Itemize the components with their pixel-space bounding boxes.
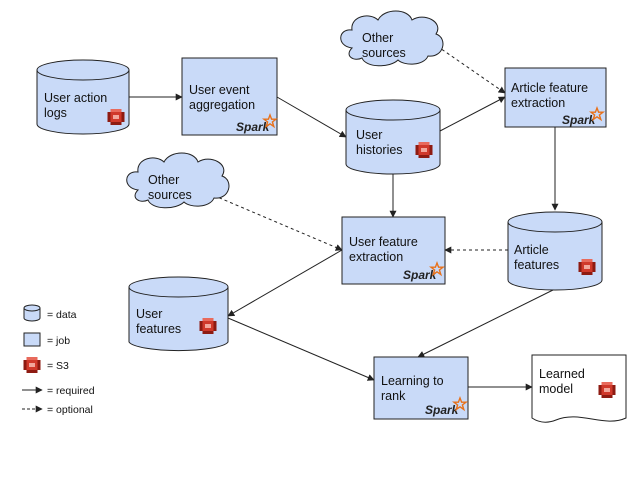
spark-logo: Spark xyxy=(403,268,438,282)
spark-logo: Spark xyxy=(425,403,460,417)
edge-user-extraction-to-user-features xyxy=(227,249,343,317)
legend-data-label: = data xyxy=(47,309,77,321)
node-label-line1: User xyxy=(136,307,162,321)
legend-s3: = S3 xyxy=(23,357,69,373)
node-label-line2: histories xyxy=(356,143,403,157)
edge-othersources-to-user-extraction xyxy=(207,192,343,251)
node-user-histories: User histories xyxy=(345,99,441,175)
node-label-line1: User action xyxy=(44,91,107,105)
edge-article-features-to-ltr xyxy=(417,288,556,358)
node-label-line1: Other xyxy=(362,31,393,45)
legend-required: = required xyxy=(22,385,95,397)
edges xyxy=(129,45,559,391)
legend-optional: = optional xyxy=(22,404,93,416)
node-label-line2: logs xyxy=(44,106,67,120)
node-label-line1: User feature xyxy=(349,235,418,249)
edge-othersources-to-article-extraction xyxy=(436,45,506,94)
node-label-line1: Learned xyxy=(539,367,585,381)
node-user-features: User features xyxy=(128,276,229,352)
legend-job-label: = job xyxy=(47,335,70,347)
node-label-line1: User event xyxy=(189,83,250,97)
node-label-line2: features xyxy=(514,258,559,272)
node-other-sources-top: Other sources xyxy=(340,10,444,67)
node-learned-model: Learned model xyxy=(531,354,627,423)
legend-data: = data xyxy=(23,304,77,322)
legend: = data = job = S3 = required = optional xyxy=(22,304,95,416)
node-user-action-logs: User action logs xyxy=(36,59,130,135)
node-label-line1: User xyxy=(356,128,382,142)
edge-aggregation-to-histories xyxy=(276,96,347,138)
legend-optional-label: = optional xyxy=(47,404,93,416)
node-user-event-aggregation: User event aggregation Spark xyxy=(181,57,278,136)
node-label-line2: sources xyxy=(362,46,406,60)
node-learning-to-rank: Learning to rank Spark xyxy=(373,356,469,420)
node-user-feature-extraction: User feature extraction Spark xyxy=(341,216,446,285)
s3-icon xyxy=(23,357,41,373)
legend-required-label: = required xyxy=(47,385,95,397)
node-label-line1: Article xyxy=(514,243,549,257)
node-label-line2: rank xyxy=(381,389,406,403)
node-label-line1: Learning to xyxy=(381,374,444,388)
node-label-line1: Article feature xyxy=(511,81,588,95)
node-label-line1: Other xyxy=(148,173,179,187)
edge-user-features-to-ltr xyxy=(227,317,375,381)
node-label-line2: sources xyxy=(148,188,192,202)
edge-histories-to-article-extraction xyxy=(439,96,506,132)
node-other-sources-left: Other sources xyxy=(126,152,230,209)
node-label-line2: extraction xyxy=(349,250,403,264)
node-label-line2: features xyxy=(136,322,181,336)
spark-logo: Spark xyxy=(562,113,597,127)
legend-s3-label: = S3 xyxy=(47,360,69,372)
spark-logo: Spark xyxy=(236,120,271,134)
legend-job: = job xyxy=(23,332,70,347)
node-article-features: Article features xyxy=(507,211,603,291)
node-label-line2: aggregation xyxy=(189,98,255,112)
node-article-feature-extraction: Article feature extraction Spark xyxy=(504,67,607,128)
node-label-line2: extraction xyxy=(511,96,565,110)
node-label-line2: model xyxy=(539,382,573,396)
